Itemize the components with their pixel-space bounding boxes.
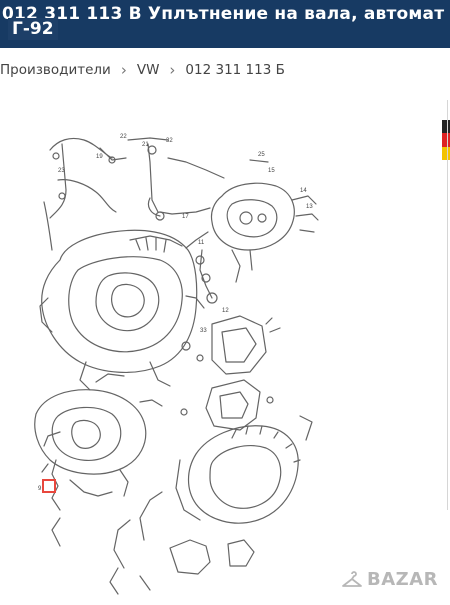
part-label: 33 [200,328,207,334]
part-label: 19 [96,154,103,160]
part-label: 21 [142,142,149,148]
page-title: 012 311 113 В Уплътнение на вала, автома… [2,4,445,24]
part-label: 25 [258,152,265,158]
breadcrumb: Производители › VW › 012 311 113 Б [0,58,285,82]
language-flag-icon[interactable] [442,120,450,160]
part-label: 11 [198,240,205,246]
breadcrumb-separator-icon: › [169,61,176,79]
part-label: 22 [120,134,127,140]
diagram-drawing: 32 22 21 23 19 17 11 25 15 14 13 33 12 9 [34,134,319,595]
selected-part-marker[interactable] [42,479,56,493]
exploded-parts-diagram: 32 22 21 23 19 17 11 25 15 14 13 33 12 9 [0,100,445,600]
part-label: 14 [300,188,307,194]
breadcrumb-part-number: 012 311 113 Б [185,62,285,78]
part-label: 32 [166,138,173,144]
title-bar: 012 311 113 В Уплътнение на вала, автома… [0,0,450,48]
divider [447,100,448,510]
part-label: 17 [182,214,189,220]
breadcrumb-separator-icon: › [120,61,127,79]
watermark-text: BAZAR [367,569,438,590]
part-label: 13 [306,204,313,210]
part-label: 23 [58,168,65,174]
part-label: 12 [222,308,229,314]
part-label: 15 [268,168,275,174]
seller-badge: Г-92 [8,18,58,40]
part-label: 9 [38,486,42,492]
breadcrumb-vw[interactable]: VW [136,62,160,78]
breadcrumb-manufacturers[interactable]: Производители [0,62,111,78]
hanger-icon [342,570,362,587]
bazar-watermark: BAZAR [341,569,438,590]
